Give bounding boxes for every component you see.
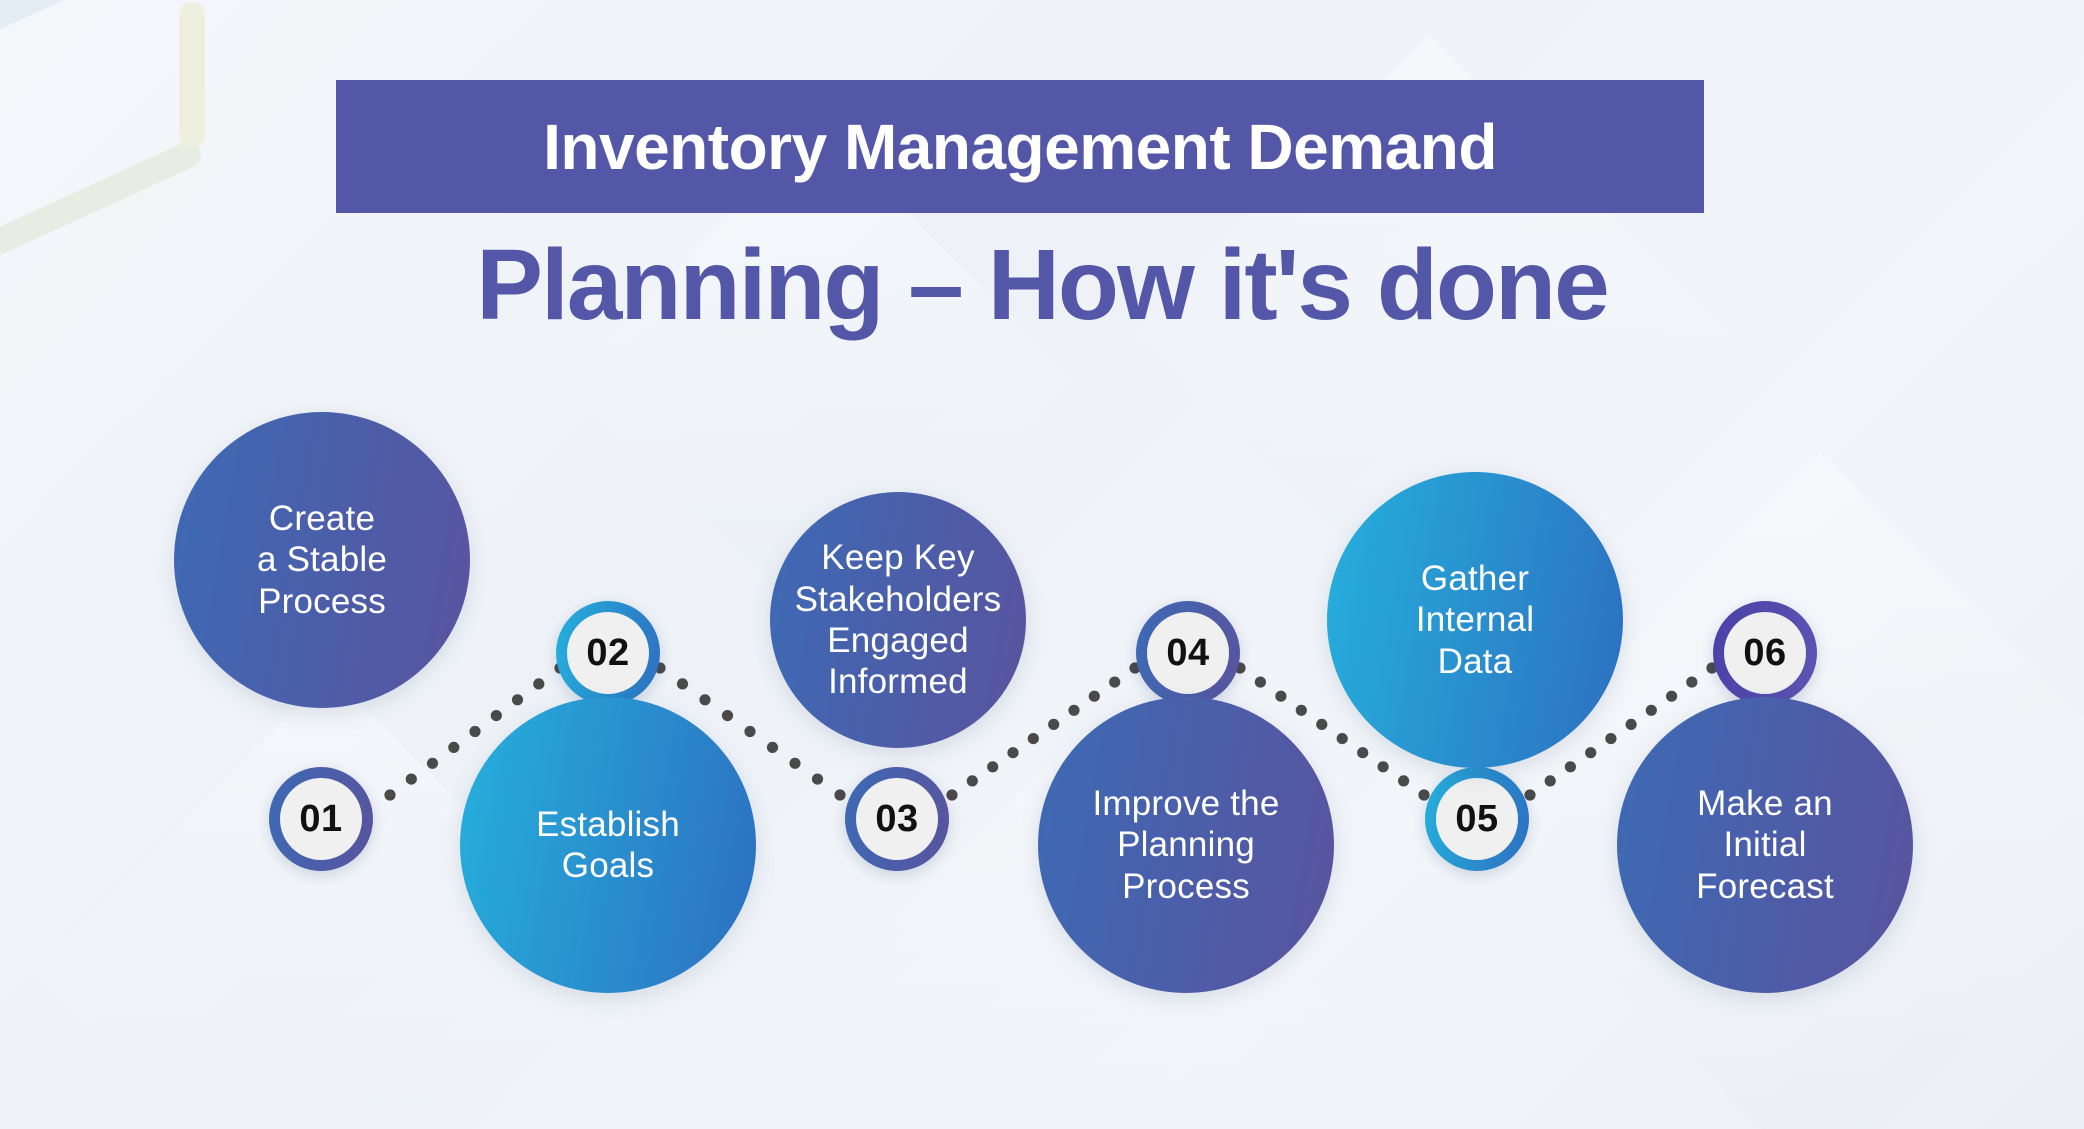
step-badge-inner-01: 01 — [280, 778, 362, 860]
connector-dot — [511, 694, 524, 706]
connector-dot — [426, 757, 439, 769]
step-badge-inner-03: 03 — [856, 778, 938, 860]
step-badge-inner-04: 04 — [1147, 612, 1229, 694]
step-number-02: 02 — [586, 631, 630, 674]
connector-dot — [1068, 704, 1080, 716]
connector-dot — [1585, 747, 1597, 759]
connector-dot — [1007, 747, 1019, 759]
step-bubble-02[interactable]: Establish Goals — [460, 697, 756, 993]
step-badge-03[interactable]: 03 — [845, 767, 949, 871]
step-number-06: 06 — [1743, 631, 1787, 674]
page-subtitle: Planning – How it's done — [476, 229, 1609, 341]
step-badge-inner-02: 02 — [567, 612, 649, 694]
step-label-01: Create a Stable Process — [256, 499, 388, 621]
connector-dot — [1336, 733, 1348, 745]
step-number-03: 03 — [875, 797, 919, 840]
step-number-05: 05 — [1455, 797, 1499, 840]
connector-dot — [1686, 676, 1698, 688]
title-banner: Inventory Management Demand — [336, 80, 1704, 213]
connector-dot — [1027, 733, 1039, 745]
step-bubble-01[interactable]: Create a Stable Process — [174, 412, 470, 708]
connector-dot — [405, 773, 417, 785]
connector-dot — [448, 741, 460, 754]
connector-dot — [1275, 690, 1287, 702]
step-bubble-04[interactable]: Improve the Planning Process — [1038, 697, 1334, 993]
connector-dot — [946, 789, 958, 801]
connector-dot — [1418, 789, 1430, 801]
step-badge-inner-06: 06 — [1724, 612, 1806, 694]
connector-dot — [1048, 718, 1060, 731]
step-badge-05[interactable]: 05 — [1425, 767, 1529, 871]
banner-title-text: Inventory Management Demand — [543, 110, 1497, 183]
connector-dot — [1605, 733, 1617, 745]
connector-dot — [789, 757, 801, 769]
connector-dot — [1544, 775, 1556, 787]
step-bubble-05[interactable]: Gather Internal Data — [1327, 472, 1623, 768]
connector-dot — [533, 678, 545, 690]
connector-dot — [384, 789, 396, 801]
step-badge-06[interactable]: 06 — [1713, 601, 1817, 705]
step-badge-04[interactable]: 04 — [1136, 601, 1240, 705]
connector-dot — [1398, 775, 1410, 787]
connector-dot — [1357, 747, 1369, 759]
connector-dot — [1316, 718, 1328, 731]
connector-dot — [1254, 676, 1266, 688]
connector-dot — [1377, 761, 1389, 773]
connector-dot — [469, 725, 481, 738]
connector-dot — [1564, 761, 1576, 773]
step-label-03: Keep Key Stakeholders Engaged Informed — [794, 538, 1002, 702]
connector-dot — [1088, 690, 1100, 702]
connector-dot — [490, 710, 502, 722]
connector-dot — [1625, 718, 1637, 731]
connector-dot — [676, 678, 689, 690]
connector-dot — [834, 789, 846, 801]
connector-dot — [766, 741, 779, 754]
connector-dot — [1524, 789, 1536, 801]
step-bubble-06[interactable]: Make an Initial Forecast — [1617, 697, 1913, 993]
step-number-04: 04 — [1166, 631, 1210, 674]
connector-dot — [811, 773, 824, 785]
step-badge-01[interactable]: 01 — [269, 767, 373, 871]
connector-dot — [1645, 704, 1657, 716]
connector-dot — [987, 761, 999, 773]
step-badge-inner-05: 05 — [1436, 778, 1518, 860]
connector-dot — [699, 694, 711, 706]
step-label-02: Establish Goals — [536, 804, 680, 885]
step-number-01: 01 — [299, 797, 343, 840]
step-badge-02[interactable]: 02 — [556, 601, 660, 705]
connector-dot — [1666, 690, 1678, 702]
connector-dot — [1109, 676, 1121, 688]
step-label-06: Make an Initial Forecast — [1696, 784, 1834, 906]
connector-dot — [744, 725, 756, 738]
connector-dot — [966, 775, 978, 787]
connector-dot — [1295, 704, 1307, 716]
step-label-04: Improve the Planning Process — [1092, 784, 1280, 906]
step-bubble-03[interactable]: Keep Key Stakeholders Engaged Informed — [770, 492, 1026, 748]
step-label-05: Gather Internal Data — [1415, 559, 1535, 681]
connector-dot — [721, 710, 734, 722]
